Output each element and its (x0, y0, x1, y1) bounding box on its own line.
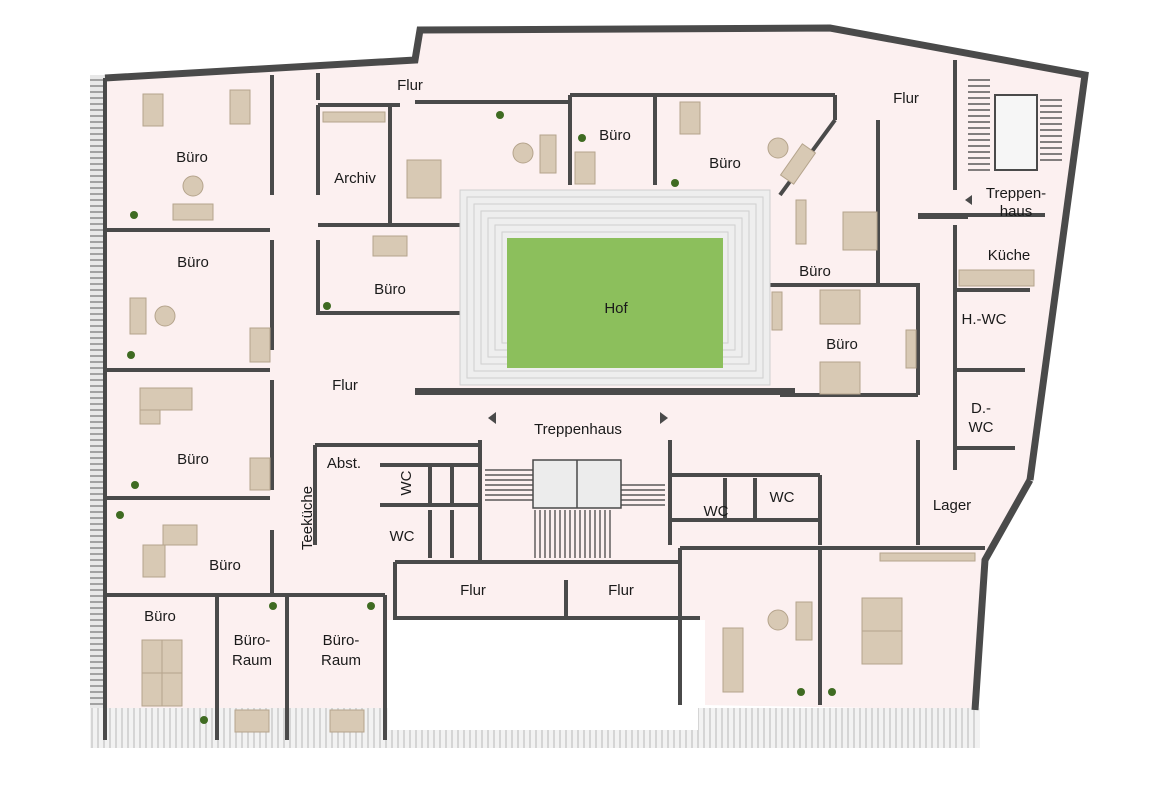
label-lager: Lager (933, 497, 971, 514)
courtyard-walls (415, 213, 968, 395)
label-buero-raum-2-b: Raum (321, 652, 361, 669)
courtyard-grass (507, 238, 723, 368)
label-d-wc-b: WC (969, 419, 994, 436)
label-kueche: Küche (988, 247, 1031, 264)
label-buero-7: Büro (599, 127, 631, 144)
main-staircase (485, 459, 665, 558)
label-hof: Hof (604, 300, 628, 317)
label-flur-left: Flur (332, 377, 358, 394)
room-labels: Flur Flur Flur Flur Flur Archiv Büro Bür… (144, 77, 1046, 669)
right-staircase (968, 79, 1062, 171)
label-d-wc-a: D.- (971, 400, 991, 417)
label-flur-top: Flur (397, 77, 423, 94)
open-lower-area (388, 620, 698, 730)
label-archiv: Archiv (334, 170, 376, 187)
label-buero-raum-1-b: Raum (232, 652, 272, 669)
furniture (129, 89, 1035, 733)
label-wc-4: WC (770, 489, 795, 506)
label-treppenhaus-right-a: Treppen- (986, 185, 1046, 202)
label-flur-top-right: Flur (893, 90, 919, 107)
label-wc-1: WC (398, 470, 415, 495)
label-buero-raum-2-a: Büro- (323, 632, 360, 649)
label-wc-2: WC (390, 528, 415, 545)
plants (116, 111, 836, 724)
label-buero-6: Büro (374, 281, 406, 298)
label-wc-3: WC (704, 503, 729, 520)
label-buero-4: Büro (209, 557, 241, 574)
stair-arrows (488, 195, 972, 424)
label-flur-bottom-a: Flur (460, 582, 486, 599)
label-flur-bottom-b: Flur (608, 582, 634, 599)
label-buero-2: Büro (177, 254, 209, 271)
label-treppenhaus-right-b: haus (1000, 203, 1033, 220)
label-buero-3: Büro (177, 451, 209, 468)
interior-walls (105, 60, 1045, 740)
label-buero-8: Büro (709, 155, 741, 172)
label-buero-9: Büro (799, 263, 831, 280)
label-buero-raum-1-a: Büro- (234, 632, 271, 649)
label-teekueche: Teeküche (299, 486, 316, 550)
label-h-wc: H.-WC (962, 311, 1007, 328)
label-buero-10: Büro (826, 336, 858, 353)
label-abst: Abst. (327, 455, 361, 472)
outer-walls (103, 24, 1089, 740)
label-buero-1: Büro (176, 149, 208, 166)
courtyard (459, 189, 771, 386)
label-buero-5: Büro (144, 608, 176, 625)
label-treppenhaus-main: Treppenhaus (534, 421, 622, 438)
